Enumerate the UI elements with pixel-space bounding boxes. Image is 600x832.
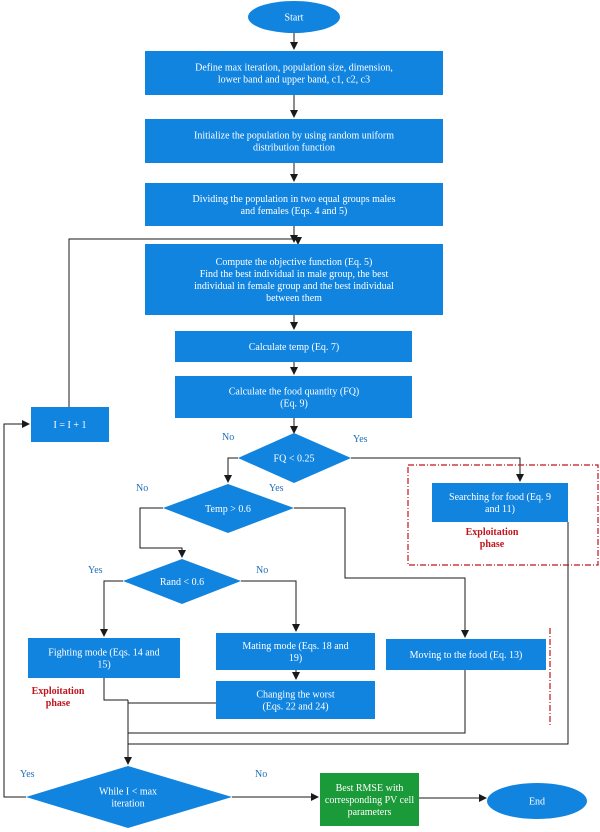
- label-temp-yes: Yes: [269, 483, 284, 494]
- label-temp-no: No: [136, 483, 148, 494]
- node-search-line-1: Searching for food (Eq. 9: [449, 492, 551, 503]
- node-rand-decision-text: Rand < 0.6: [160, 577, 204, 588]
- edge-fq-yes: [351, 457, 524, 482]
- node-best-line-3: parameters: [348, 807, 392, 818]
- node-define-line-2: lower band and upper band, c1, c2, c3: [218, 75, 370, 86]
- node-init-line-1: Initialize the population by using rando…: [194, 131, 394, 142]
- edge-fq-no: [224, 457, 238, 483]
- node-fq-decision: FQ < 0.25: [238, 433, 351, 483]
- node-worst-text: Changing the worst(Eqs. 22 and 24): [256, 690, 335, 713]
- node-divide-text: Dividing the population in two equal gro…: [192, 194, 395, 217]
- node-search-line-2: and 11): [485, 504, 515, 515]
- annotation-exploitation-left-line2: phase: [46, 698, 71, 709]
- node-fq-decision-text: FQ < 0.25: [274, 454, 315, 465]
- node-compute-line-4: between them: [266, 293, 322, 304]
- node-compute-line-1: Compute the objective function (Eq. 5): [216, 257, 373, 268]
- node-fq-decision-line-1: FQ < 0.25: [274, 454, 315, 465]
- edge-moving-merge: [128, 670, 466, 734]
- node-mating-line-2: 19): [289, 653, 302, 664]
- node-best-line-2: corresponding PV cell: [325, 795, 414, 806]
- node-divide-line-2: and females (Eqs. 4 and 5): [241, 206, 348, 217]
- annotation-exploitation-right-line1: Exploitation: [466, 527, 519, 538]
- node-temp-decision: Temp > 0.6: [163, 484, 294, 533]
- node-end: End: [487, 783, 587, 819]
- annotation-exploitation-left-line1: Exploitation: [32, 686, 85, 697]
- node-fighting-line-1: Fighting mode (Eqs. 14 and: [48, 648, 159, 659]
- node-increment-text: I = I + 1: [54, 420, 87, 431]
- node-start: Start: [248, 1, 340, 33]
- node-temp-decision-line-1: Temp > 0.6: [205, 504, 251, 515]
- node-rand-decision-line-1: Rand < 0.6: [160, 577, 204, 588]
- node-while-decision-line-2: iteration: [111, 799, 144, 810]
- node-define-text: Define max iteration, population size, d…: [195, 63, 393, 86]
- node-food-text: Calculate the food quantity (FQ)(Eq. 9): [229, 387, 360, 410]
- node-temp: Calculate temp (Eq. 7): [175, 331, 412, 362]
- edge-while-yes: [3, 420, 30, 798]
- node-temp-text: Calculate temp (Eq. 7): [249, 342, 340, 353]
- node-define-line-1: Define max iteration, population size, d…: [195, 63, 393, 74]
- node-init-line-2: distribution function: [253, 143, 335, 154]
- edge-fighting-merge: [103, 678, 128, 701]
- node-increment-line-1: I = I + 1: [54, 420, 87, 431]
- node-while-decision-line-1: While I < max: [99, 787, 157, 798]
- node-worst-line-1: Changing the worst: [256, 690, 335, 701]
- edge-increment-compute: [68, 237, 302, 407]
- label-rand-no: No: [256, 565, 268, 576]
- annotation-exploitation-right-line2: phase: [480, 539, 505, 550]
- node-compute-text: Compute the objective function (Eq. 5)Fi…: [194, 257, 394, 304]
- node-mating-line-1: Mating mode (Eqs. 18 and: [242, 641, 348, 652]
- edges: [3, 33, 569, 802]
- node-compute-line-3: individual in female group and the best …: [194, 281, 394, 292]
- label-fq-yes: Yes: [353, 434, 368, 445]
- node-end-text: End: [529, 797, 545, 808]
- label-fq-no: No: [222, 432, 234, 443]
- exploitation-region: [407, 464, 599, 566]
- node-moving: Moving to the food (Eq. 13): [386, 639, 546, 670]
- node-moving-line-1: Moving to the food (Eq. 13): [410, 650, 523, 661]
- node-init-text: Initialize the population by using rando…: [194, 131, 394, 154]
- edge-search-merge: [128, 522, 569, 745]
- node-rand-decision: Rand < 0.6: [123, 559, 241, 604]
- node-divide-line-1: Dividing the population in two equal gro…: [192, 194, 395, 205]
- node-worst-line-2: (Eqs. 22 and 24): [262, 702, 328, 713]
- node-moving-text: Moving to the food (Eq. 13): [410, 650, 523, 661]
- node-temp-line-1: Calculate temp (Eq. 7): [249, 342, 340, 353]
- node-init: Initialize the population by using rando…: [145, 119, 443, 163]
- node-end-line-1: End: [529, 797, 545, 808]
- edge-rand-no: [241, 580, 300, 632]
- label-rand-yes: Yes: [88, 565, 103, 576]
- node-temp-decision-text: Temp > 0.6: [205, 504, 251, 515]
- edge-temp-yes: [294, 507, 469, 638]
- label-while-no: No: [255, 769, 267, 780]
- node-increment: I = I + 1: [31, 407, 109, 442]
- node-divide: Dividing the population in two equal gro…: [145, 183, 443, 226]
- node-compute: Compute the objective function (Eq. 5)Fi…: [145, 244, 443, 315]
- edge-temp-no: [139, 507, 186, 558]
- node-food-line-2: (Eq. 9): [280, 399, 308, 410]
- node-food: Calculate the food quantity (FQ)(Eq. 9): [175, 376, 412, 418]
- node-food-line-1: Calculate the food quantity (FQ): [229, 387, 360, 398]
- node-start-text: Start: [285, 13, 304, 24]
- edge-rand-yes: [100, 580, 123, 637]
- node-best-line-1: Best RMSE with: [336, 783, 404, 794]
- node-start-line-1: Start: [285, 13, 304, 24]
- node-worst: Changing the worst(Eqs. 22 and 24): [216, 681, 375, 719]
- node-fighting-line-2: 15): [97, 660, 110, 671]
- node-define: Define max iteration, population size, d…: [145, 51, 443, 95]
- label-while-yes: Yes: [20, 769, 35, 780]
- node-compute-line-2: Find the best individual in male group, …: [200, 269, 389, 280]
